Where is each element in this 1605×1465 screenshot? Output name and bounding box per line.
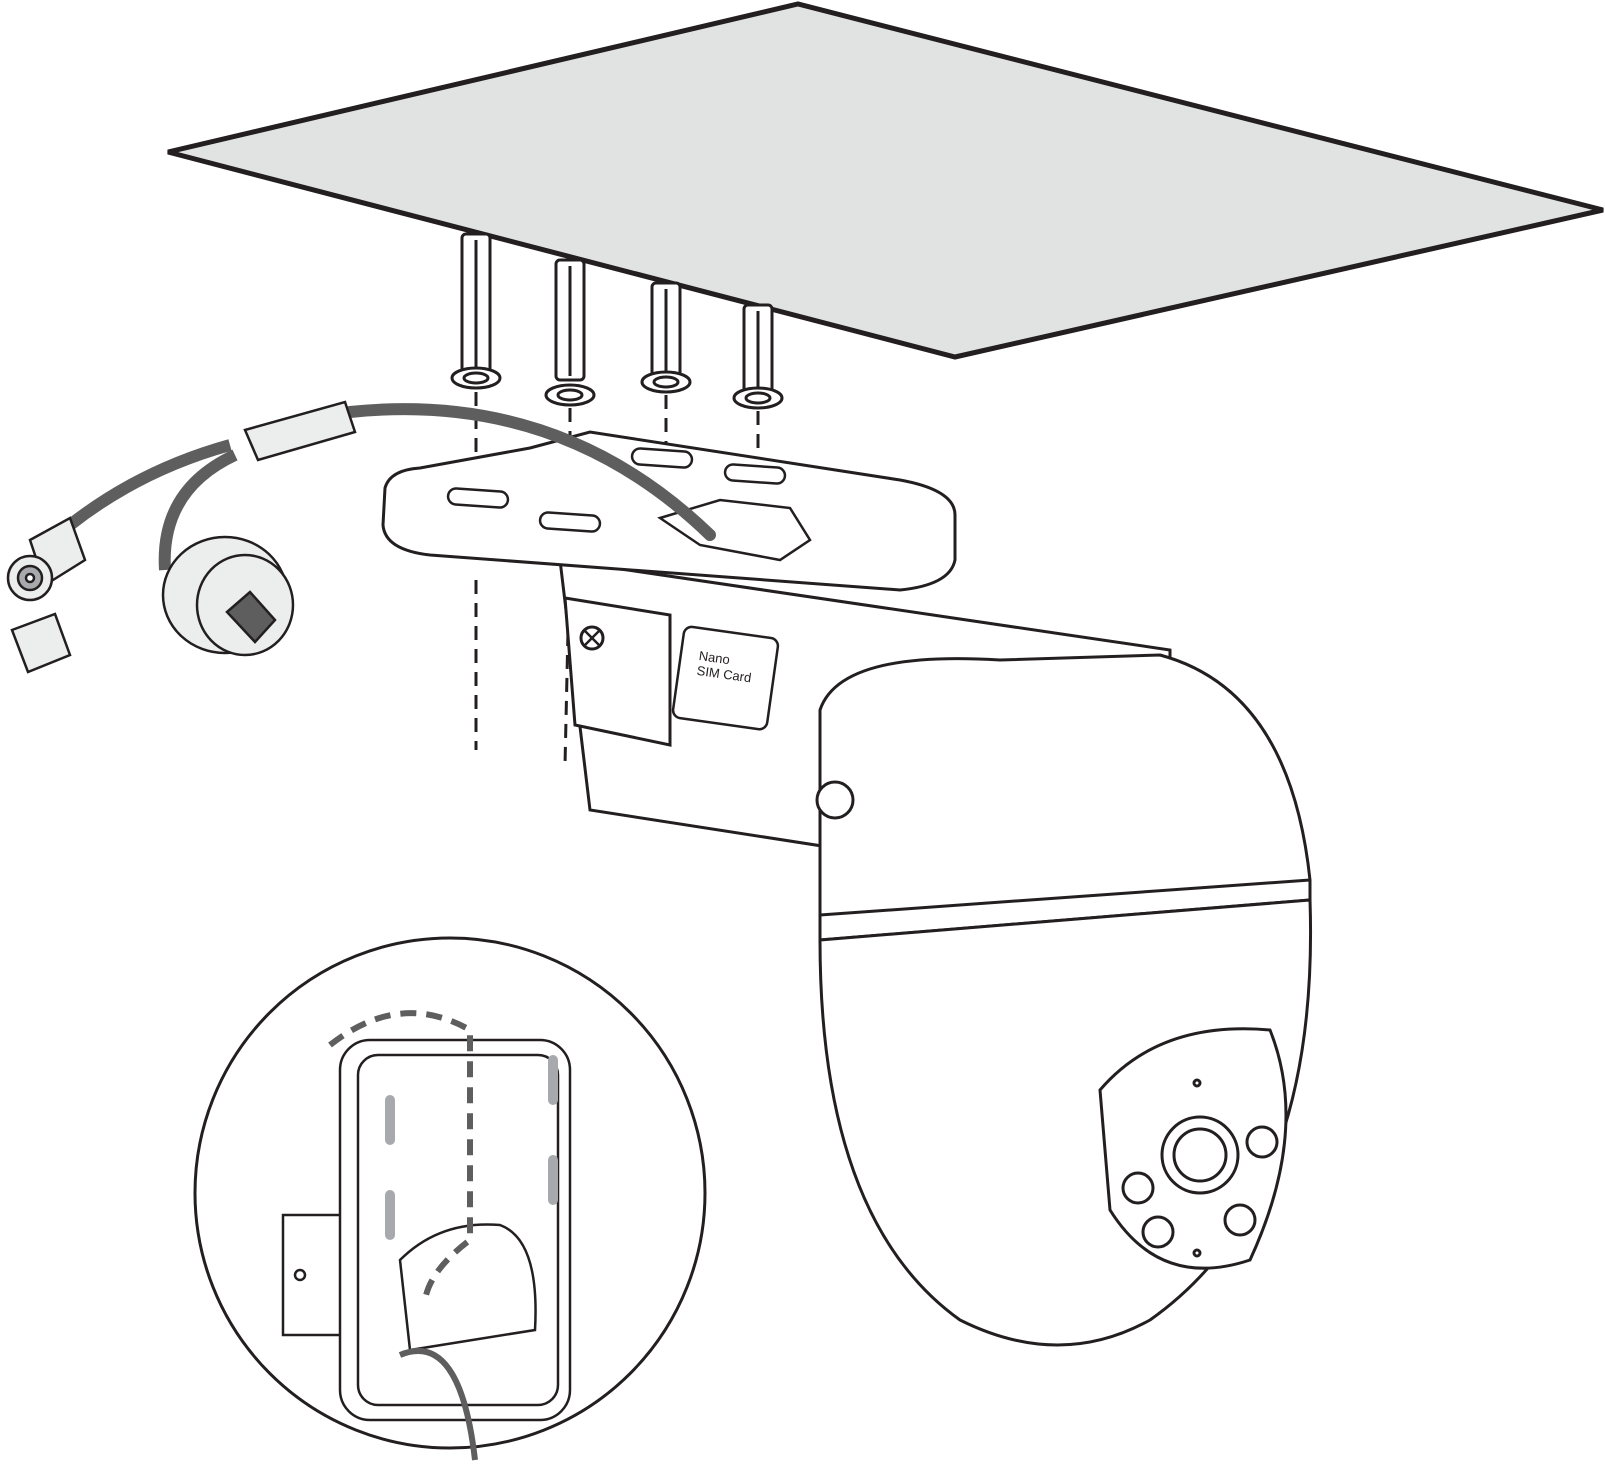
sim-slot-panel	[563, 596, 672, 747]
inset-cable-path	[328, 1010, 473, 1301]
wall-anchor-2	[544, 258, 596, 407]
ir-led-1	[1121, 1171, 1155, 1205]
ceiling-surface	[167, 1, 1604, 360]
pigtail-cable	[344, 403, 716, 541]
dust-cap	[10, 612, 72, 674]
wall-anchor-3	[640, 281, 692, 394]
camera-upper-shell	[818, 653, 1312, 942]
wall-anchors	[450, 232, 784, 410]
dc-power-jack	[6, 516, 87, 674]
sim-card-label-box	[671, 625, 780, 731]
wall-anchor-4	[732, 303, 784, 410]
camera-lens-cluster	[1121, 1078, 1279, 1258]
ir-led-4	[1245, 1125, 1279, 1159]
ir-led-2	[1141, 1215, 1175, 1249]
cable-sleeve-connector	[243, 400, 357, 462]
rj45-connector	[161, 535, 295, 657]
inset-bracket	[281, 1038, 572, 1422]
ir-led-3	[1223, 1203, 1257, 1237]
wall-anchor-1	[450, 232, 502, 390]
mounting-bracket-base	[381, 430, 957, 592]
